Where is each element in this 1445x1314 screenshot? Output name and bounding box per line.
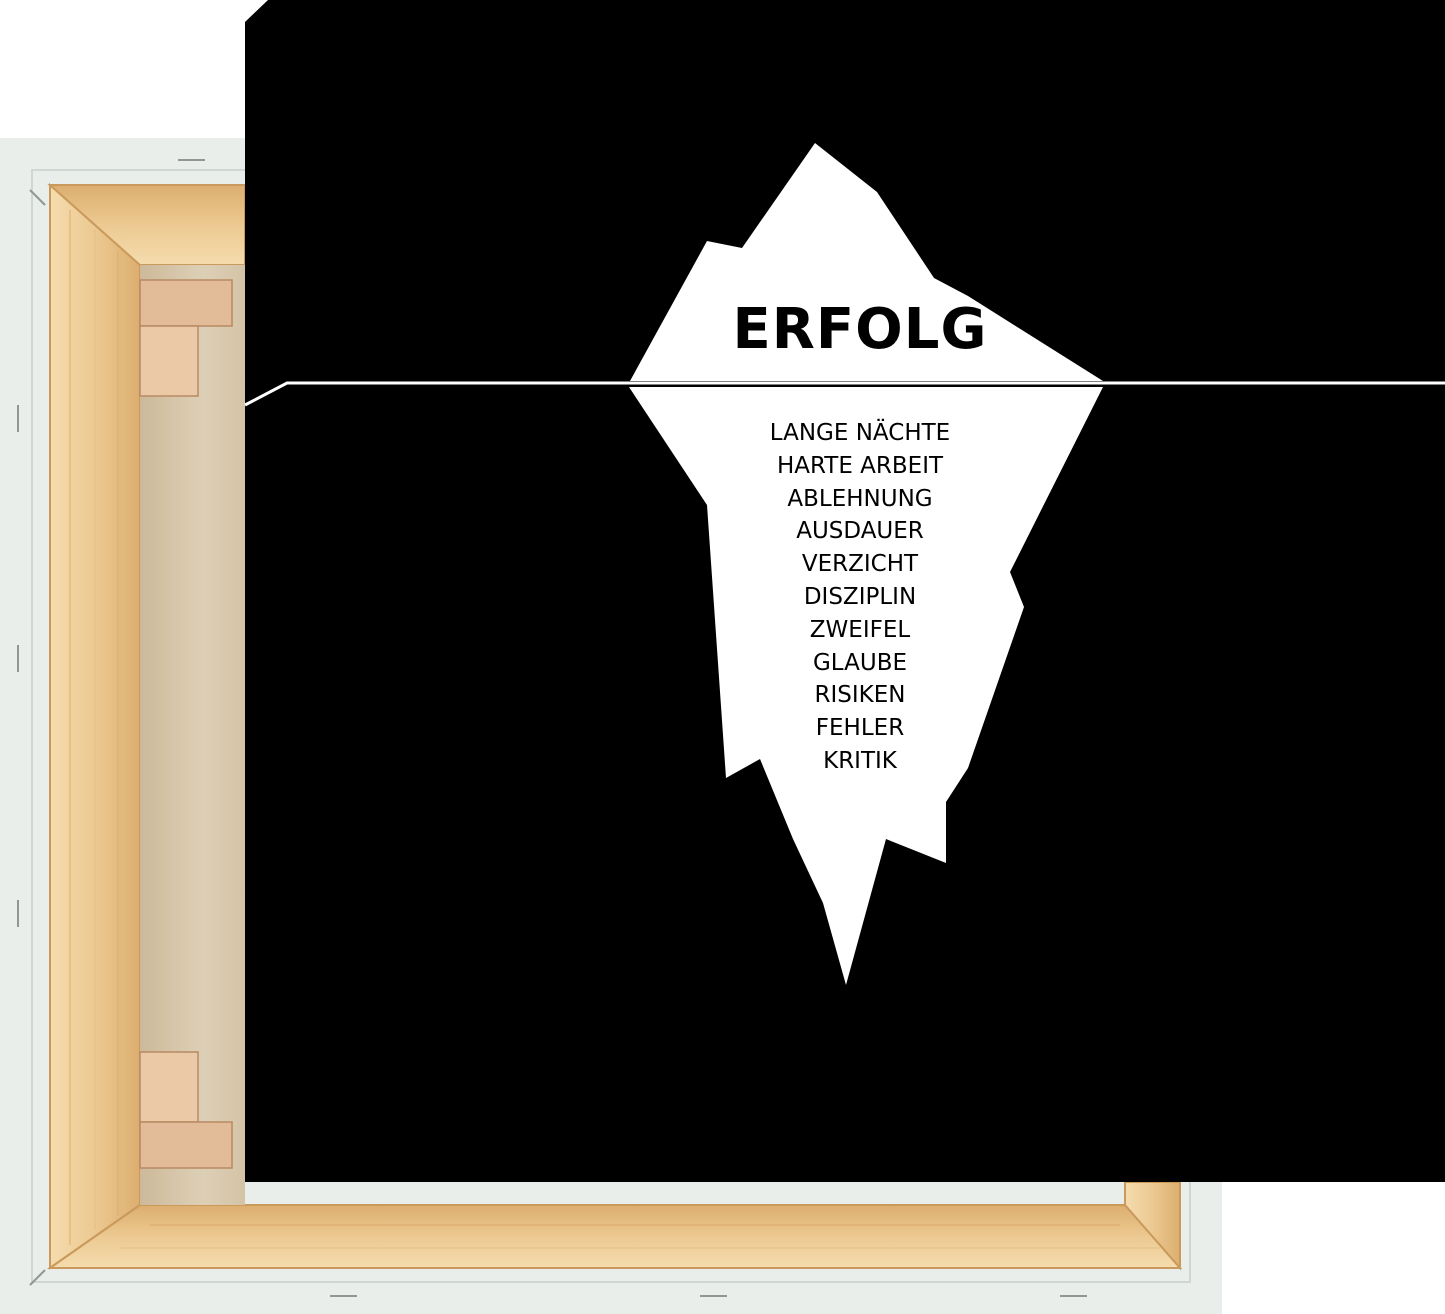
water-line <box>244 381 1445 407</box>
iceberg-word-list: LANGE NÄCHTE HARTE ARBEIT ABLEHNUNG AUSD… <box>730 417 990 778</box>
canvas-linen-back <box>140 265 245 1205</box>
iceberg-word: AUSDAUER <box>796 518 924 545</box>
iceberg-body <box>629 387 1103 985</box>
frame-bottom-bar <box>46 1204 1183 1269</box>
iceberg-word: GLAUBE <box>812 649 908 676</box>
iceberg-title: ERFOLG <box>732 297 988 362</box>
iceberg-word: LANGE NÄCHTE <box>769 420 951 446</box>
iceberg-word: FEHLER <box>815 715 905 742</box>
iceberg-word: HARTE ARBEIT <box>776 452 944 479</box>
iceberg-word: KRITIK <box>823 747 897 774</box>
iceberg-word: DISZIPLIN <box>803 583 917 610</box>
iceberg-word: RISIKEN <box>814 682 906 709</box>
staples <box>17 159 1087 1297</box>
stretcher-frame <box>46 182 1183 1271</box>
iceberg-tip <box>630 143 1103 381</box>
iceberg-word: ABLEHNUNG <box>787 485 933 512</box>
iceberg-word: ZWEIFEL <box>809 616 911 643</box>
iceberg-word: VERZICHT <box>801 551 919 578</box>
corner-wedges <box>139 279 233 1169</box>
